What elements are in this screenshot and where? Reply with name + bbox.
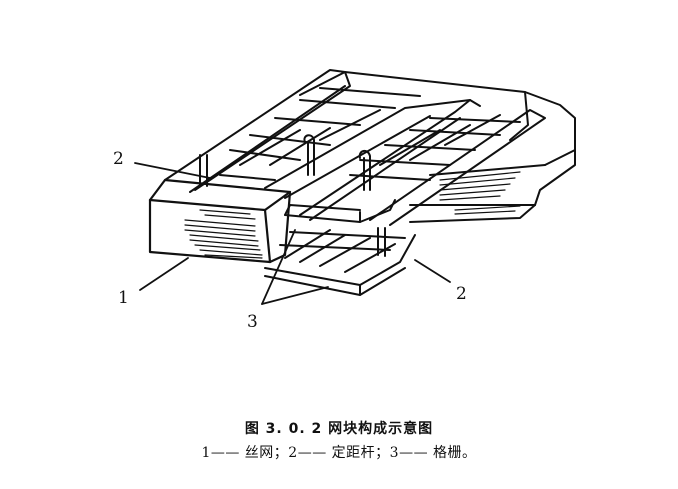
front-wire-mesh	[184, 209, 263, 259]
callout-wire-mesh: 1	[118, 288, 129, 308]
lower-grid	[264, 229, 416, 296]
leader-spacer-left	[134, 162, 211, 179]
spacer-rods	[199, 134, 386, 257]
callout-spacer-right: 2	[456, 284, 467, 304]
leader-wire-mesh	[139, 257, 189, 291]
leader-lines	[134, 162, 451, 305]
middle-mesh-block	[284, 199, 396, 223]
leader-grid-a	[261, 229, 296, 305]
callout-grid: 3	[247, 312, 258, 332]
figure-caption-legend: 1—— 丝网；2—— 定距杆；3—— 格栅。	[201, 445, 477, 461]
leader-spacer-right	[414, 259, 451, 283]
front-mesh-block	[148, 178, 292, 264]
upper-grid	[164, 69, 546, 226]
leader-grid-b	[261, 286, 329, 305]
back-wire-mesh	[439, 171, 521, 215]
mesh-block-drawing	[134, 69, 576, 305]
callout-spacer-left: 2	[113, 149, 124, 169]
figure-caption-title: 图 3. 0. 2 网块构成示意图	[244, 421, 434, 437]
